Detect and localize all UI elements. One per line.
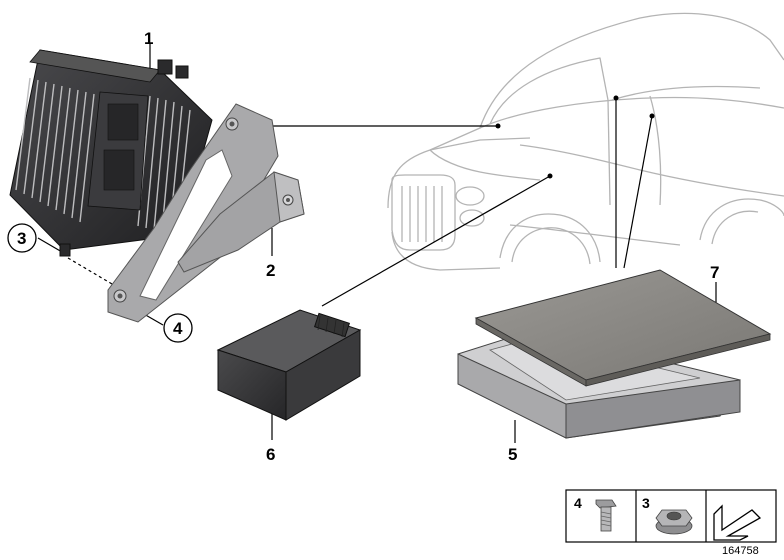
callout-1: 1 (144, 29, 153, 48)
part-2-bracket (177, 171, 305, 273)
car-outline (387, 12, 784, 271)
callout-3: 3 (17, 229, 26, 248)
callout-2: 2 (266, 261, 275, 280)
callout-3-circle (7, 223, 37, 253)
hardware-legend: 4 3 (565, 489, 777, 543)
part-7-cover-plate (474, 269, 772, 387)
callout-6: 6 (266, 445, 275, 464)
module-ribs (15, 77, 191, 231)
reference-number: 164758 (722, 545, 759, 557)
callout-4: 4 (173, 319, 183, 338)
callout-4-circle (163, 313, 193, 343)
leader-dots (495, 95, 655, 179)
callout-7: 7 (710, 263, 719, 282)
part-6-control-unit (216, 309, 362, 421)
leader-lines (37, 44, 717, 443)
arrow-icon (713, 504, 762, 541)
part-1-control-module (9, 49, 213, 257)
bolt-icon (595, 499, 617, 532)
nut-icon (655, 509, 693, 535)
legend-nut-number: 3 (642, 495, 650, 511)
part-4-mounting-bracket (107, 103, 279, 323)
callout-labels: 1 2 3 4 5 6 7 (7, 29, 719, 464)
callout-5: 5 (508, 445, 517, 464)
legend-bolt-number: 4 (574, 495, 582, 511)
